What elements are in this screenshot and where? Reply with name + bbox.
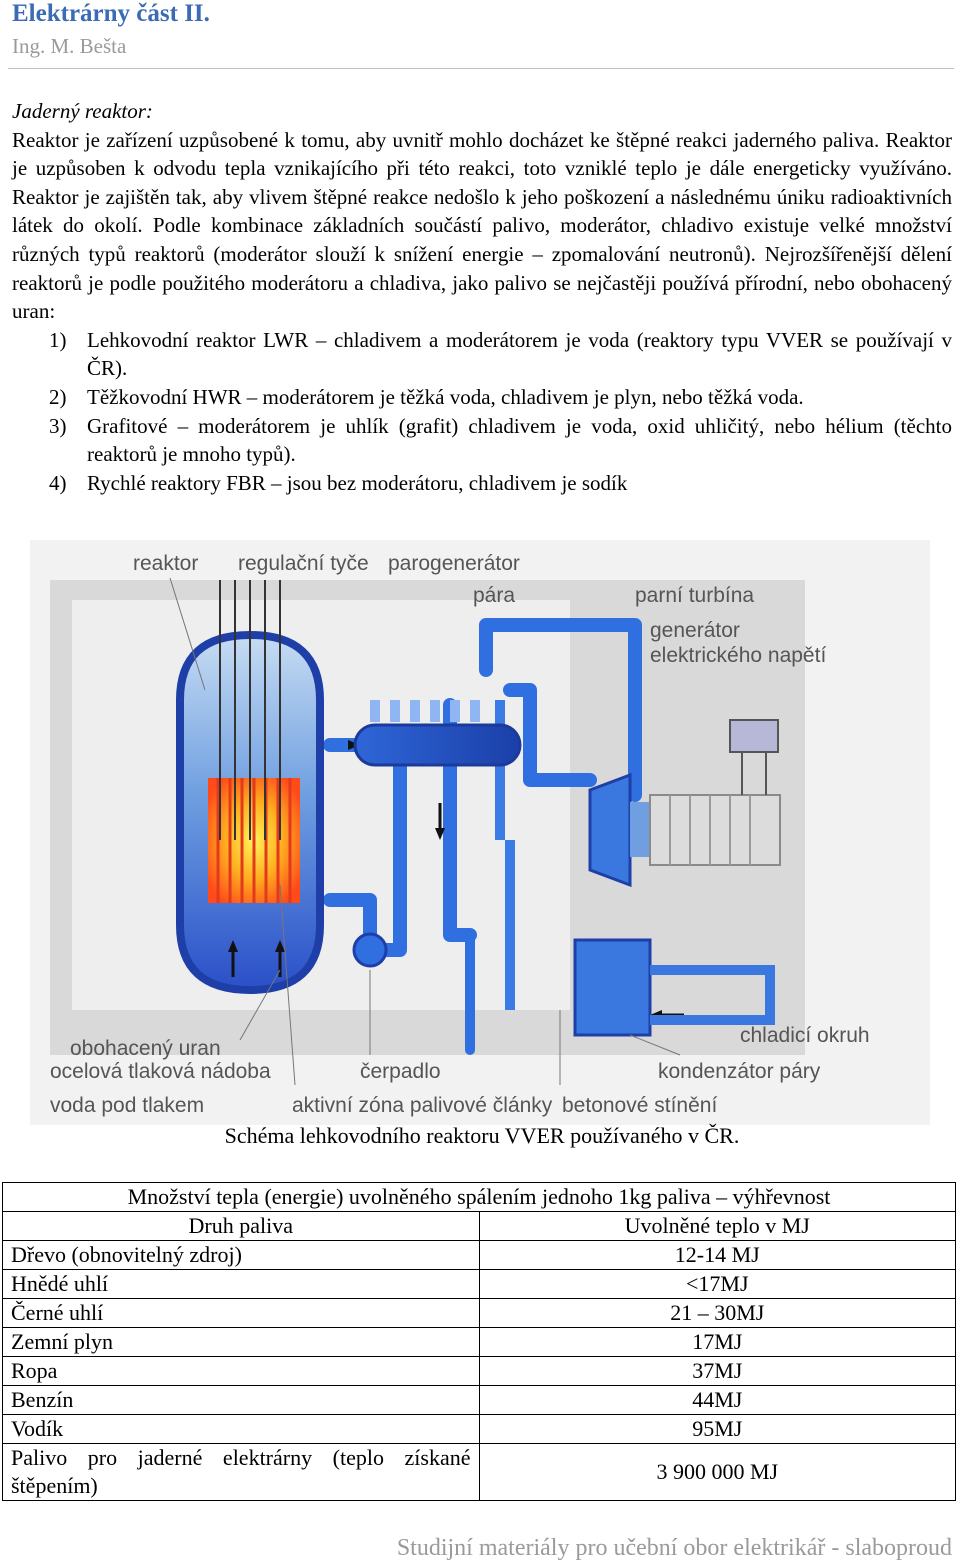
document-author: Ing. M. Bešta: [12, 34, 127, 58]
list-text: Těžkovodní HWR – moderátorem je těžká vo…: [87, 384, 804, 409]
figure-caption: Schéma lehkovodního reaktoru VVER použív…: [224, 1123, 740, 1148]
control-rods: [219, 580, 281, 840]
label-kondenzator: kondenzátor páry: [658, 1060, 821, 1083]
list-text: Rychlé reaktory FBR – jsou bez moderátor…: [87, 470, 628, 495]
fuel-cell: Vodík: [2, 1414, 480, 1444]
label-obohaceny-uran: obohacený uran: [70, 1037, 221, 1060]
label-cerpadlo: čerpadlo: [360, 1060, 441, 1083]
fuel-cell: Černé uhlí: [2, 1298, 480, 1328]
table-row: Palivo pro jaderné elektrárny (teplo zís…: [2, 1443, 956, 1501]
list-text: Grafitové – moderátorem je uhlík (grafit…: [87, 413, 952, 467]
heat-cell: 44MJ: [478, 1385, 956, 1415]
table-row: Dřevo (obnovitelný zdroj) 12-14 MJ: [2, 1240, 956, 1270]
electric-generator: [649, 719, 781, 866]
list-item: 4) Rychlé reaktory FBR – jsou bez moderá…: [12, 469, 952, 498]
reactor-type-list: 1) Lehkovodní reaktor LWR – chladivem a …: [12, 326, 952, 498]
table-row: Hnědé uhlí <17MJ: [2, 1269, 956, 1299]
heat-cell: 37MJ: [478, 1356, 956, 1386]
heating-value-table: Množství tepla (energie) uvolněného spál…: [2, 1182, 956, 1501]
reactor-diagram-svg: reaktor regulační tyče parogenerátor pár…: [30, 540, 930, 1125]
heat-cell: 95MJ: [478, 1414, 956, 1444]
fuel-rods: [216, 778, 292, 903]
page-footer: Studijní materiály pro učební obor elekt…: [396, 1535, 952, 1561]
column-header-fuel: Druh paliva: [2, 1211, 480, 1241]
reactor-diagram: reaktor regulační tyče parogenerátor pár…: [30, 540, 930, 1125]
list-item: 1) Lehkovodní reaktor LWR – chladivem a …: [12, 326, 952, 383]
label-aktivni-zona: aktivní zóna palivové články: [292, 1094, 553, 1117]
label-tlakova-nadoba: ocelová tlaková nádoba: [50, 1060, 271, 1083]
list-item: 2) Těžkovodní HWR – moderátorem je těžká…: [12, 383, 952, 412]
body-text: Jaderný reaktor: Reaktor je zařízení uzp…: [12, 97, 952, 497]
label-chladici-okruh: chladicí okruh: [740, 1024, 870, 1047]
list-number: 2): [49, 384, 67, 409]
coolant-pump: [352, 932, 388, 968]
column-header-heat: Uvolněné teplo v MJ: [478, 1211, 956, 1241]
steam-generator: [353, 723, 522, 767]
steam-lines: [495, 700, 515, 1010]
label-voda-pod-tlakem: voda pod tlakem: [50, 1094, 204, 1117]
section-heading: Jaderný reaktor:: [12, 99, 153, 123]
list-number: 1): [49, 327, 67, 352]
document-title: Elektrárny část II.: [12, 0, 210, 27]
fuel-cell: Ropa: [2, 1356, 480, 1386]
heat-cell: <17MJ: [478, 1269, 956, 1299]
heat-cell: 3 900 000 MJ: [478, 1443, 956, 1501]
heat-cell: 17MJ: [478, 1327, 956, 1357]
turbine-shaft: [630, 802, 650, 857]
list-text: Lehkovodní reaktor LWR – chladivem a mod…: [87, 327, 952, 381]
header-divider: [8, 68, 954, 69]
coolant-pipes: [323, 618, 642, 1055]
steam-generator-tubes: [370, 700, 480, 722]
leader-lines: [169, 577, 681, 1086]
section-paragraph: Reaktor je zařízení uzpůsobené k tomu, a…: [12, 127, 952, 324]
fuel-cell: Palivo pro jaderné elektrárny (teplo zís…: [2, 1443, 480, 1501]
label-betonove-stineni: betonové stínění: [562, 1094, 717, 1117]
table-title-row: Množství tepla (energie) uvolněného spál…: [2, 1182, 956, 1212]
steam-turbine: [588, 772, 632, 888]
heat-cell: 21 – 30MJ: [478, 1298, 956, 1328]
table-row: Černé uhlí 21 – 30MJ: [2, 1298, 956, 1328]
label-elektrickeho-napeti: elektrického napětí: [650, 644, 826, 667]
label-parogenerator: parogenerátor: [388, 552, 520, 575]
cooling-circuit: [650, 965, 775, 1025]
steam-condenser: [573, 938, 652, 1037]
table-row: Vodík 95MJ: [2, 1414, 956, 1444]
label-parni-turbina: parní turbína: [635, 584, 754, 607]
fuel-cell: Hnědé uhlí: [2, 1269, 480, 1299]
table-row: Ropa 37MJ: [2, 1356, 956, 1386]
fuel-cell: Dřevo (obnovitelný zdroj): [2, 1240, 480, 1270]
table-title: Množství tepla (energie) uvolněného spál…: [2, 1182, 956, 1212]
list-number: 3): [49, 413, 67, 438]
label-regulacni-tyce: regulační tyče: [238, 552, 369, 575]
list-item: 3) Grafitové – moderátorem je uhlík (gra…: [12, 412, 952, 469]
table-header-row: Druh paliva Uvolněné teplo v MJ: [2, 1211, 956, 1241]
label-para: pára: [473, 584, 515, 607]
table-row: Benzín 44MJ: [2, 1385, 956, 1415]
fuel-cell: Zemní plyn: [2, 1327, 480, 1357]
heat-cell: 12-14 MJ: [478, 1240, 956, 1270]
label-reaktor: reaktor: [133, 552, 198, 575]
label-generator: generátor: [650, 619, 740, 642]
fuel-cell: Benzín: [2, 1385, 480, 1415]
list-number: 4): [49, 470, 67, 495]
table-row: Zemní plyn 17MJ: [2, 1327, 956, 1357]
